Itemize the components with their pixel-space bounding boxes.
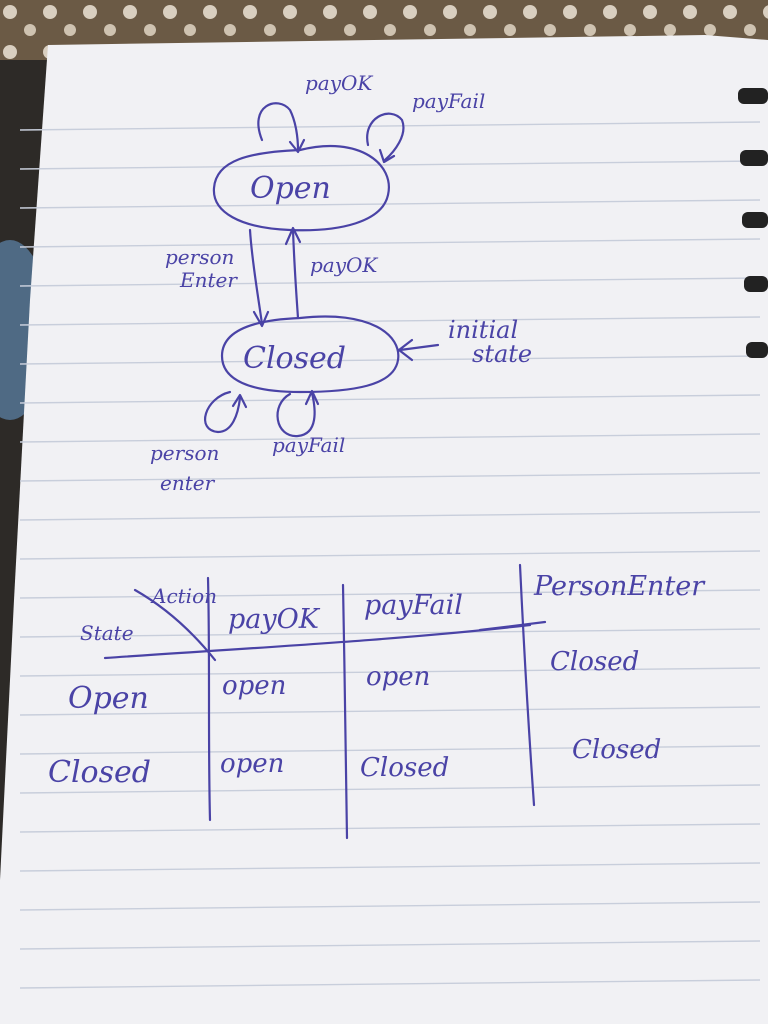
ruled-line xyxy=(19,316,761,326)
ruled-line xyxy=(19,160,761,170)
ruled-line xyxy=(19,979,761,989)
label-closed-person-loop-line1: person xyxy=(150,441,219,465)
table-cell-open-personenter: Closed xyxy=(550,647,639,677)
label-open-to-closed-line1: person xyxy=(165,245,234,269)
ruled-line xyxy=(19,667,761,677)
ruled-line xyxy=(19,433,761,443)
ruled-line xyxy=(19,901,761,911)
ruled-line xyxy=(19,784,761,794)
ruled-line xyxy=(19,199,761,209)
table-col-personenter: PersonEnter xyxy=(533,571,706,602)
transition-open-payfail-loop: payFail xyxy=(366,89,485,164)
ruled-line xyxy=(19,862,761,872)
table-cell-open-payfail: open xyxy=(366,662,430,692)
label-closed-payfail-loop: payFail xyxy=(272,433,345,457)
transition-closed-payfail-loop: payFail xyxy=(272,389,345,457)
ruled-line xyxy=(19,277,761,287)
ruled-line xyxy=(19,394,761,404)
state-closed: Closed xyxy=(220,315,400,394)
spiral-binding xyxy=(738,88,768,358)
table-col-payok: payOK xyxy=(228,604,321,635)
transition-closed-to-open: payOK xyxy=(284,226,378,320)
table-cell-closed-personenter: Closed xyxy=(572,735,661,765)
table-cell-closed-payfail: Closed xyxy=(360,753,449,783)
transition-table: Action State payOK payFail PersonEnter O… xyxy=(48,563,706,840)
transition-open-to-closed: person Enter xyxy=(165,228,270,328)
ruled-line xyxy=(19,472,761,482)
table-row-open: Open xyxy=(68,681,149,716)
table-row-closed: Closed xyxy=(48,755,151,790)
ruled-line xyxy=(19,745,761,755)
transition-closed-person-enter-loop: person enter xyxy=(150,390,248,495)
ruled-line xyxy=(19,706,761,716)
label-open-payfail-loop: payFail xyxy=(412,89,485,113)
ruled-line xyxy=(19,121,761,131)
label-closed-to-open: payOK xyxy=(310,253,378,277)
ruled-line xyxy=(19,550,761,560)
table-col-payfail: payFail xyxy=(364,590,463,621)
ruled-line xyxy=(19,355,761,365)
transition-open-payok-loop: payOK xyxy=(257,71,373,154)
table-cell-closed-payok: open xyxy=(220,749,284,779)
state-closed-label: Closed xyxy=(243,341,346,376)
label-closed-person-loop-line2: enter xyxy=(160,471,216,495)
table-corner-state: State xyxy=(80,621,134,645)
label-open-to-closed-line2: Enter xyxy=(179,268,238,292)
initial-state-line1: initial xyxy=(448,316,518,344)
ruled-line xyxy=(19,238,761,248)
state-open: Open xyxy=(212,144,390,232)
ruled-line xyxy=(19,940,761,950)
table-corner-action: Action xyxy=(150,584,217,608)
label-open-payok-loop: payOK xyxy=(305,71,373,95)
ruled-line xyxy=(19,589,761,599)
state-diagram: Open Closed payOK payFail person Enter xyxy=(150,71,532,495)
state-open-label: Open xyxy=(250,171,331,206)
ruled-line xyxy=(19,511,761,521)
ruled-line xyxy=(19,823,761,833)
ruled-line xyxy=(19,628,761,638)
initial-state-line2: state xyxy=(472,340,532,368)
initial-state-marker: initial state xyxy=(397,316,532,368)
table-cell-open-payok: open xyxy=(222,671,286,701)
